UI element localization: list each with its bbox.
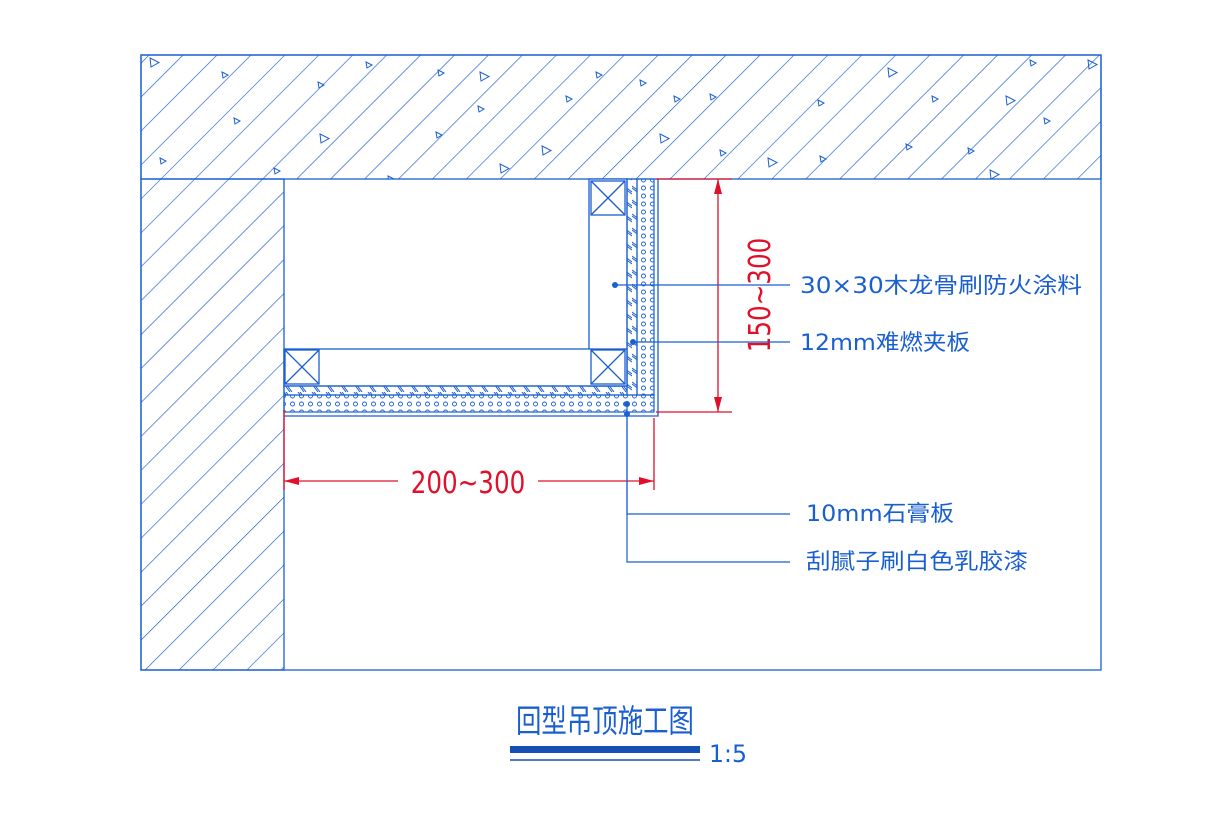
aggregate-mark	[435, 131, 444, 139]
aggregate-mark	[565, 95, 574, 103]
label-gypsum: 10mm石膏板	[806, 502, 954, 527]
plywood-horizontal	[283, 385, 628, 396]
aggregate-mark	[541, 145, 553, 156]
keel-section-left	[284, 349, 320, 385]
keel-section-top	[590, 180, 626, 216]
aggregate-mark	[233, 117, 242, 125]
gypsum-vertical	[636, 178, 655, 396]
label-plywood: 12mm难燃夹板	[800, 331, 970, 356]
aggregate-mark	[989, 169, 1001, 179]
label-keel: 30×30木龙骨刷防火涂料	[800, 274, 1082, 299]
aggregate-mark	[719, 149, 728, 157]
leader-lines	[612, 282, 790, 563]
aggregate-mark	[905, 143, 914, 151]
aggregate-mark	[639, 79, 648, 87]
aggregate-mark	[149, 57, 161, 68]
aggregate-mark	[317, 81, 326, 89]
dimension-width	[283, 410, 655, 490]
label-paint: 刮腻子刷白色乳胶漆	[806, 550, 1028, 575]
dimension-width-label: 200~300	[411, 467, 525, 501]
aggregate-mark	[1005, 95, 1017, 106]
aggregate-mark	[479, 71, 491, 82]
plywood-vertical	[626, 178, 638, 396]
aggregate-mark	[673, 95, 682, 103]
aggregate-mark	[595, 71, 604, 79]
aggregate-mark	[819, 155, 828, 163]
aggregate-mark	[319, 133, 331, 144]
aggregate-mark	[477, 105, 486, 113]
aggregate-mark	[767, 157, 779, 168]
aggregate-mark	[221, 71, 230, 79]
aggregate-mark	[967, 147, 976, 155]
drawing-title: 回型吊顶施工图	[516, 702, 694, 740]
aggregate-mark	[887, 67, 899, 78]
drawing-scale: 1:5	[709, 740, 747, 768]
paint-finish-line	[284, 179, 659, 417]
aggregate-mark	[273, 167, 282, 175]
dimension-height	[656, 178, 732, 413]
aggregate-mark	[365, 61, 374, 69]
aggregate-mark	[1029, 59, 1038, 67]
keel-section-corner	[590, 349, 626, 385]
ceiling-structure	[283, 178, 659, 417]
gypsum-horizontal	[283, 394, 655, 413]
aggregate-mark	[817, 99, 826, 107]
aggregate-mark	[1087, 59, 1099, 70]
aggregate-mark	[387, 175, 396, 179]
keel-band	[283, 348, 628, 387]
title-underline-thick	[510, 746, 700, 753]
aggregate-mark	[931, 95, 940, 103]
aggregate-mark	[159, 157, 168, 165]
wall	[140, 178, 285, 671]
aggregate-mark	[709, 93, 718, 101]
aggregate-mark	[1043, 117, 1052, 125]
aggregate-mark	[499, 163, 511, 174]
dimension-height-label: 150~300	[744, 238, 778, 352]
aggregate-mark	[659, 133, 671, 144]
aggregate-mark	[437, 69, 446, 77]
concrete-slab	[140, 54, 1102, 180]
